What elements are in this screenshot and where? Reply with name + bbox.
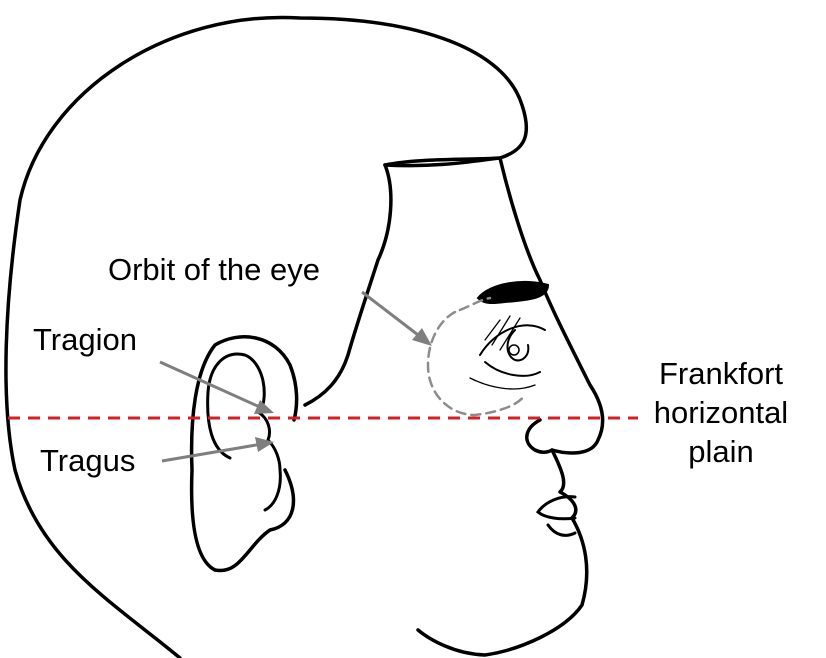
- frankfort-label-line-1: Frankfort: [658, 356, 784, 391]
- tragus-pointer-arrow: [161, 437, 274, 463]
- frankfort-label-line-3: plain: [688, 434, 754, 469]
- eye-pupil: [508, 344, 520, 356]
- orbit-outline: [426, 296, 527, 417]
- eye: [479, 324, 546, 377]
- tragus-label: Tragus: [40, 443, 136, 478]
- lips: [535, 495, 577, 537]
- orbit-label: Orbit of the eye: [108, 252, 320, 287]
- eyebrow: [476, 280, 550, 305]
- frankfort-plane-label: Frankfort horizontal plain: [636, 354, 806, 471]
- ear-inner: [206, 352, 266, 460]
- tragion-pointer-arrow: [159, 360, 274, 414]
- lash-lines: [469, 315, 536, 390]
- ear-outer: [189, 335, 299, 573]
- tragus-shape: [256, 410, 282, 512]
- orbit-pointer-arrow: [361, 290, 432, 346]
- frankfort-label-line-2: horizontal: [653, 395, 789, 430]
- nose-base: [525, 418, 554, 454]
- tragion-label: Tragion: [33, 322, 137, 357]
- face-profile: [383, 156, 605, 657]
- head-outline: [4, 15, 529, 658]
